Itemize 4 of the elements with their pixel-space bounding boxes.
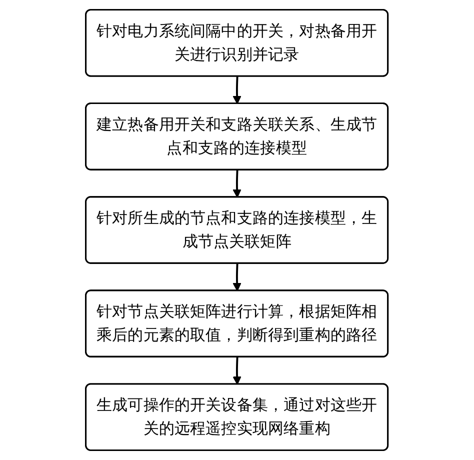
arrow: [232, 357, 242, 385]
arrow: [232, 170, 242, 198]
arrow: [232, 76, 242, 104]
arrow: [232, 264, 242, 292]
